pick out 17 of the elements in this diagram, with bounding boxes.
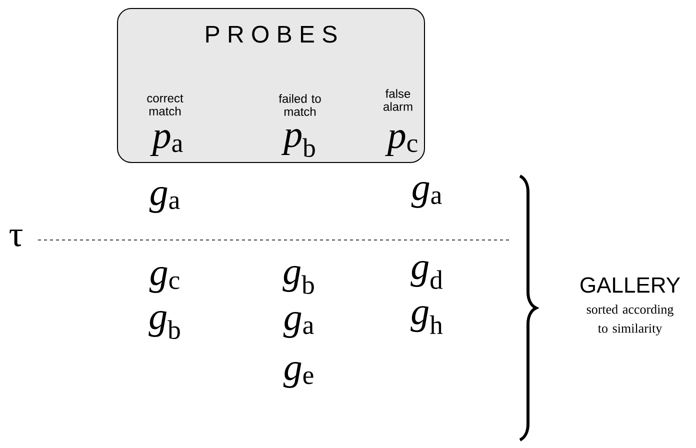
gallery-note: sorted according to similarity	[586, 304, 674, 336]
probe-symbol: p$_{c}$	[385, 130, 418, 156]
probe-symbol: p$_{b}$	[281, 128, 315, 158]
gallery-symbol: g$_{d}$	[410, 260, 443, 290]
gallery-heading: GALLERY	[580, 277, 680, 293]
gallery-symbol: g$_{b}$	[282, 266, 314, 294]
gallery-symbol: g$_{b}$	[148, 310, 180, 340]
column-heading: correct match	[147, 94, 184, 116]
gallery-symbol: g$_{a}$	[283, 312, 314, 338]
gallery-symbol: g$_{e}$	[283, 362, 314, 388]
gallery-symbol: g$_{a}$	[411, 182, 442, 208]
column-heading: failed to match	[278, 94, 321, 116]
column-heading: false alarm	[384, 89, 412, 111]
gallery-symbol: g$_{c}$	[149, 267, 180, 293]
probe-symbol: p$_{a}$	[150, 130, 183, 156]
gallery-symbol: g$_{h}$	[410, 306, 443, 334]
threshold-symbol: τ	[10, 230, 22, 246]
